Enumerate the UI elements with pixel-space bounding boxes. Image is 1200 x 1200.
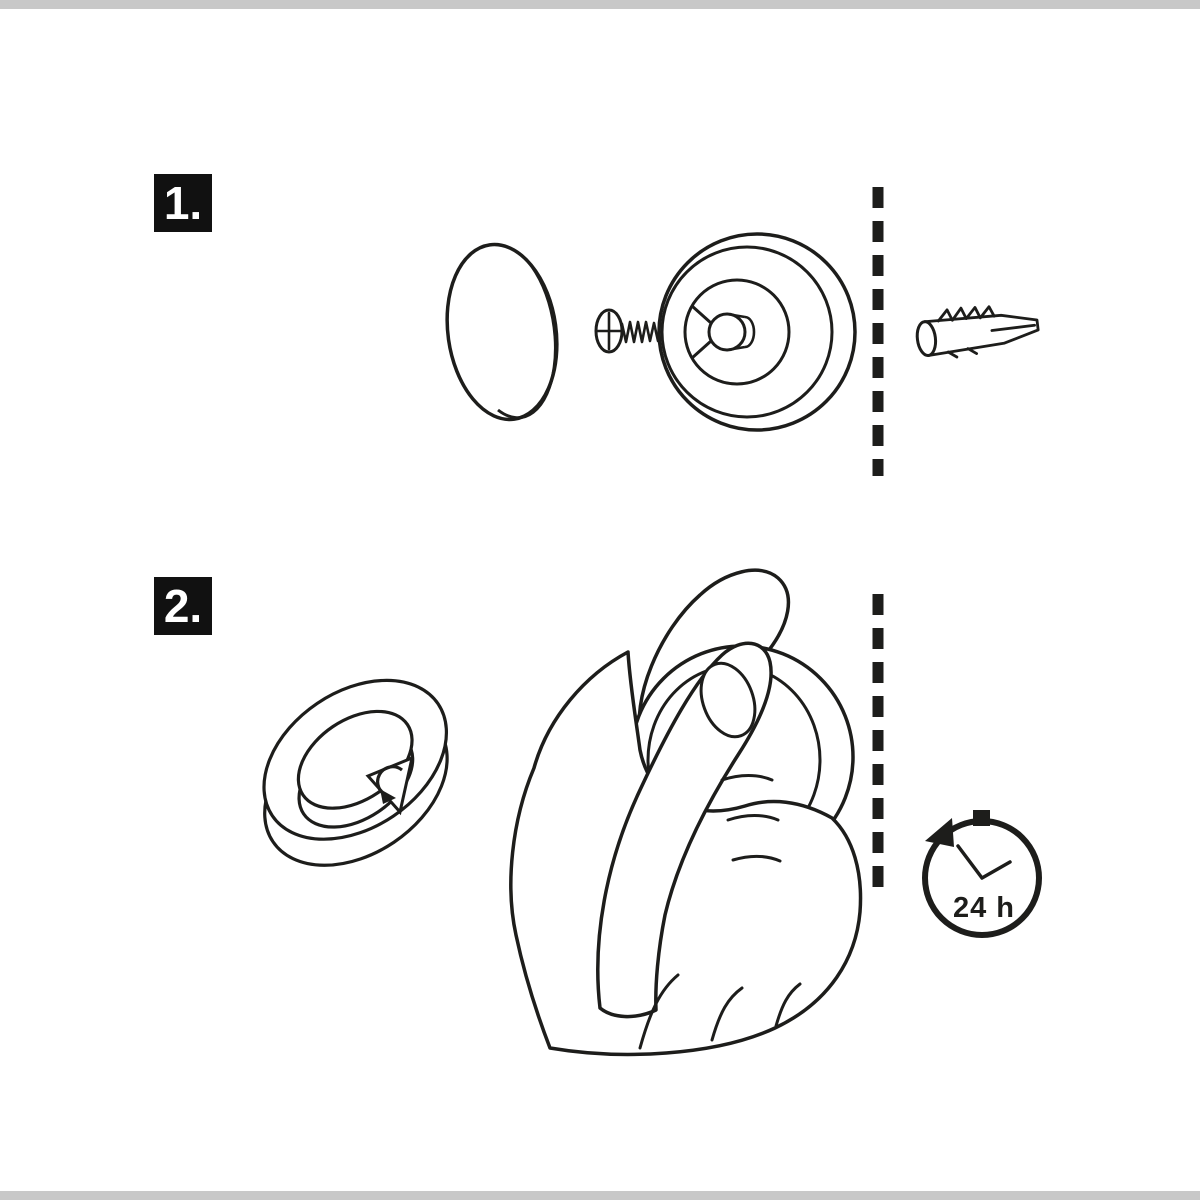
wall-mount-base-icon [657,232,857,432]
cover-cap-icon [445,242,559,422]
finger-creases [638,774,802,1050]
thumbnail [699,661,757,739]
clock-top-marker [973,810,990,826]
clock-rotation-arrowhead [925,818,954,847]
clock-label: 24 h [953,892,1015,924]
top-border-bar [0,0,1200,9]
bottom-border-bar [0,1191,1200,1200]
step-1-badge: 1. [154,174,212,232]
step-1: 1. [154,174,1040,476]
adhesive-ring-icon [262,678,449,867]
clock-24h-icon: 24 h [922,810,1042,938]
step-1-number: 1. [164,177,202,229]
step-2-badge: 2. [154,577,212,635]
hand-pressing-icon [509,568,863,1057]
clock-hands [956,844,1012,880]
peel-arrow-icon [365,755,415,816]
step-2-number: 2. [164,580,202,632]
step-2: 2. [154,568,1042,1057]
wall-plug-anchor-icon [915,305,1040,359]
